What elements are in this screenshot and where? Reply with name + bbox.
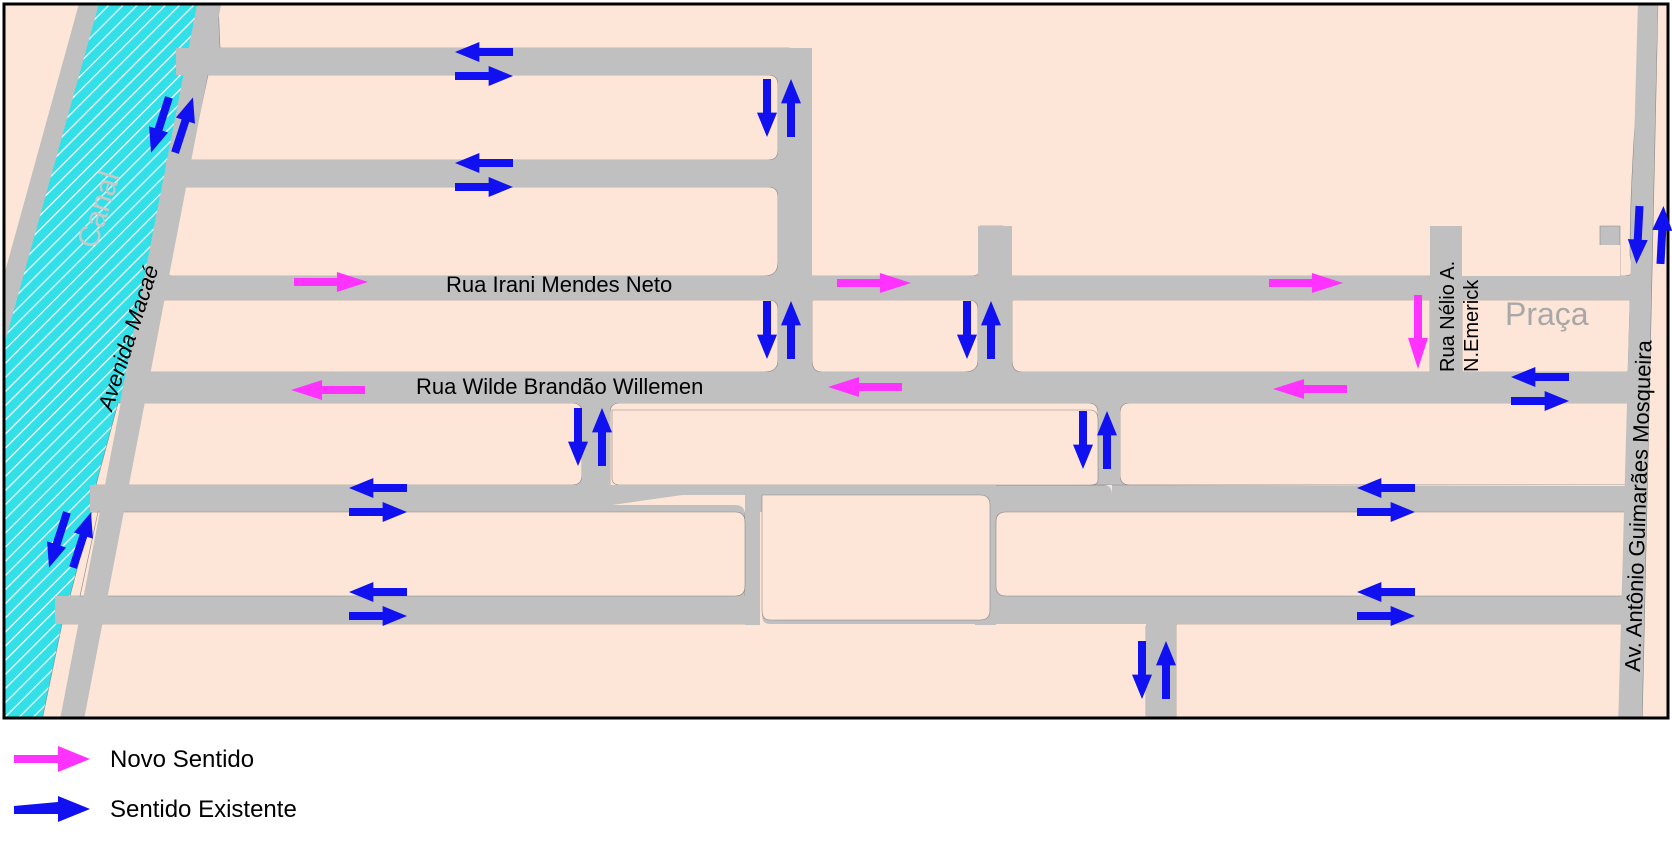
rua-irani-label: Rua Irani Mendes Neto bbox=[446, 272, 672, 297]
rua-nelio-label-2: N.Emerick bbox=[1461, 279, 1483, 372]
new-arrow-west bbox=[1273, 379, 1347, 399]
legend-item-existing: Sentido Existente bbox=[14, 788, 414, 828]
existing-arrow-south bbox=[757, 79, 777, 137]
existing-arrow-north bbox=[592, 408, 612, 466]
existing-arrow-west bbox=[1357, 582, 1415, 602]
block-east bbox=[1641, 4, 1668, 718]
block-mid-2 bbox=[1011, 299, 1431, 373]
legend-label-existing: Sentido Existente bbox=[110, 796, 297, 823]
block-mid-1 bbox=[811, 299, 979, 373]
existing-arrow-north bbox=[981, 301, 1001, 359]
block-center-loop bbox=[761, 494, 991, 621]
existing-arrow-south bbox=[957, 301, 977, 359]
block-row-5-fill bbox=[79, 511, 746, 597]
direction-arrows bbox=[47, 42, 1672, 699]
existing-arrow-west bbox=[1357, 478, 1415, 498]
existing-arrow-north bbox=[1156, 641, 1176, 699]
existing-direction-arrow-icon bbox=[14, 796, 90, 822]
existing-arrow-east bbox=[1511, 391, 1569, 411]
existing-arrow-north bbox=[781, 301, 801, 359]
existing-arrow-west bbox=[1511, 367, 1569, 387]
existing-arrow-east bbox=[455, 66, 513, 86]
existing-arrow-west bbox=[455, 42, 513, 62]
existing-arrow-east bbox=[1357, 606, 1415, 626]
block-east-3 bbox=[1175, 623, 1627, 718]
canal-water bbox=[4, 4, 198, 718]
praca-label: Praça bbox=[1505, 296, 1589, 332]
new-arrow-west bbox=[291, 380, 365, 400]
block-center bbox=[611, 409, 1099, 486]
rua-nelio-label-1: Rua Nélio A. bbox=[1437, 261, 1459, 372]
road-connector-3 bbox=[1146, 620, 1176, 718]
existing-arrow-north bbox=[1097, 411, 1117, 469]
block-row-1 bbox=[189, 74, 779, 161]
existing-arrow-south bbox=[568, 408, 588, 466]
road-center-loop-top bbox=[612, 485, 996, 495]
new-arrow-south bbox=[1408, 295, 1428, 369]
road-south-1 bbox=[55, 596, 760, 624]
existing-arrow-south bbox=[149, 96, 173, 153]
block-east-2-fill bbox=[995, 511, 1629, 597]
block-east-1 bbox=[1119, 402, 1631, 486]
block-row-3 bbox=[137, 299, 779, 373]
rua-wilde-label: Rua Wilde Brandão Willemen bbox=[416, 374, 703, 399]
new-arrow-east bbox=[837, 273, 911, 293]
block-row-2 bbox=[161, 186, 779, 277]
existing-arrow-south bbox=[47, 511, 71, 568]
existing-arrow-south bbox=[1132, 641, 1152, 699]
street-map: Canal Avenida Macaé Rua Irani Mendes Net… bbox=[2, 2, 1672, 720]
existing-arrow-north bbox=[781, 79, 801, 137]
existing-arrow-south bbox=[1627, 205, 1648, 264]
existing-arrow-north bbox=[171, 97, 195, 154]
new-arrow-west bbox=[828, 377, 902, 397]
block-praca-top bbox=[1460, 245, 1620, 282]
legend-item-new: Novo Sentido bbox=[14, 738, 414, 778]
road-av-antonio bbox=[1618, 4, 1658, 718]
existing-arrow-east bbox=[455, 177, 513, 197]
road-south-2 bbox=[990, 596, 1630, 624]
road-canal-bank bbox=[4, 4, 99, 346]
existing-arrow-east bbox=[1357, 502, 1415, 522]
existing-arrow-south bbox=[757, 301, 777, 359]
existing-arrow-north bbox=[69, 512, 93, 569]
existing-arrow-east bbox=[349, 606, 407, 626]
road-av-macae bbox=[60, 4, 222, 718]
road-rua-nelio bbox=[1430, 226, 1462, 376]
block-south bbox=[42, 623, 1147, 718]
existing-arrow-south bbox=[1073, 411, 1093, 469]
block-row-4a bbox=[95, 402, 583, 486]
road-loop-west bbox=[745, 485, 760, 625]
existing-arrow-east bbox=[349, 502, 407, 522]
legend-label-new: Novo Sentido bbox=[110, 746, 255, 773]
new-arrow-east bbox=[1269, 273, 1343, 293]
map-frame bbox=[2, 2, 1670, 720]
existing-arrow-north bbox=[1652, 206, 1672, 265]
new-arrow-east bbox=[294, 272, 368, 292]
existing-arrow-west bbox=[349, 478, 407, 498]
existing-arrow-west bbox=[349, 582, 407, 602]
existing-arrow-west bbox=[455, 153, 513, 173]
new-direction-arrow-icon bbox=[14, 746, 90, 772]
